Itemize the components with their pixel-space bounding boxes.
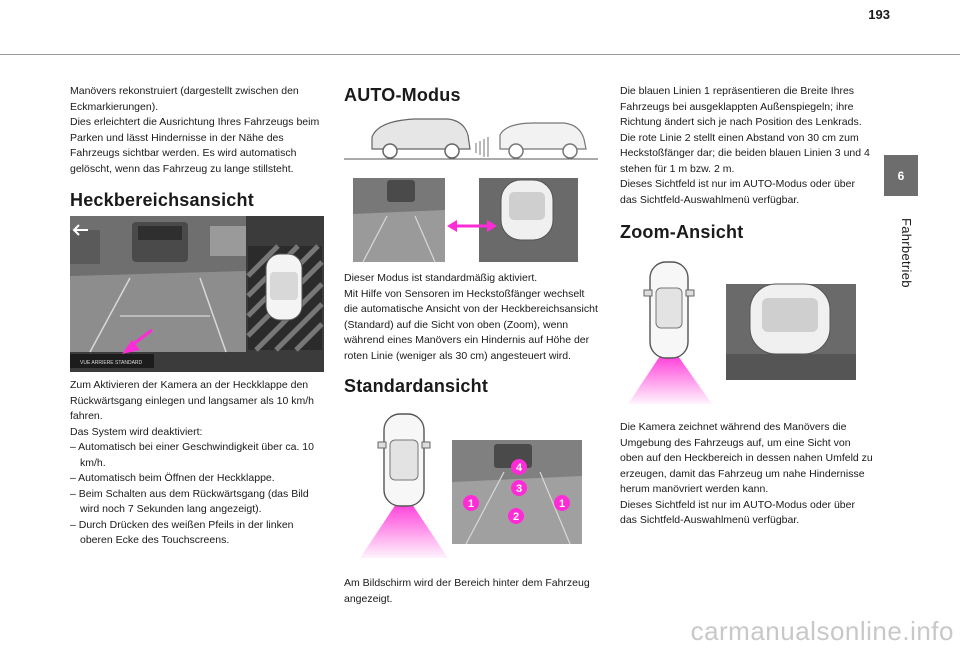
standard-view-figure: 4 3 1 2 1 — [360, 413, 582, 558]
marker-3 — [511, 480, 527, 496]
heading-standardansicht: Standardansicht — [344, 376, 489, 396]
page-number: 193 — [868, 7, 890, 22]
list-item: – Automatisch bei einer Geschwindigkeit … — [70, 441, 314, 469]
col3-zoom-text: Die Kamera zeichnet während des Manövers… — [620, 420, 874, 529]
col1-body: Zum Aktivieren der Kamera an der Heckkla… — [70, 378, 325, 549]
marker-4 — [511, 459, 527, 475]
svg-text:4: 4 — [516, 462, 523, 474]
col2-auto-text: Dieser Modus ist standardmäßig aktiviert… — [344, 271, 600, 364]
header-rule — [0, 54, 960, 55]
chapter-tab: 6 — [884, 155, 918, 196]
col3-lines-text: Die blauen Linien 1 repräsentieren die B… — [620, 84, 874, 208]
auto-mode-screens-figure — [353, 178, 578, 262]
marker-1-left — [463, 495, 479, 511]
svg-text:1: 1 — [468, 498, 474, 510]
rear-view-camera-figure: VUE ARRIERE STANDARD — [70, 216, 324, 372]
svg-text:2: 2 — [513, 511, 519, 523]
svg-text:3: 3 — [516, 483, 522, 495]
intro-paragraph: Dies erleichtert die Ausrichtung Ihres F… — [70, 116, 320, 175]
list-item: – Automatisch beim Öffnen der Heckklappe… — [70, 472, 275, 484]
col1-intro: Manövers rekonstruiert (dargestellt zwis… — [70, 84, 320, 177]
standard-view-markers: 4 3 1 2 1 — [463, 459, 570, 524]
svg-text:1: 1 — [559, 498, 565, 510]
zoom-paragraph: Die Kamera zeichnet während des Manövers… — [620, 421, 873, 495]
watermark: carmanualsonline.info — [690, 616, 954, 646]
heading-zoom-ansicht: Zoom-Ansicht — [620, 222, 744, 242]
auto-mode-cars-figure — [344, 118, 598, 160]
marker-1-right — [554, 495, 570, 511]
auto-paragraph: Mit Hilfe von Sensoren im Heckstoßfänger… — [344, 287, 598, 362]
zoom-view-figure — [628, 261, 856, 404]
zoom-paragraph: Dieses Sichtfeld ist nur im AUTO-Modus o… — [620, 498, 855, 527]
intro-paragraph: Manövers rekonstruiert (dargestellt zwis… — [70, 85, 299, 113]
lines-paragraph: Die rote Linie 2 stellt einen Abstand vo… — [620, 131, 870, 175]
deactivate-intro: Das System wird deaktiviert: — [70, 425, 203, 438]
auto-paragraph: Dieser Modus ist standardmäßig aktiviert… — [344, 272, 538, 284]
lines-paragraph: Die blauen Linien 1 repräsentieren die B… — [620, 85, 862, 128]
chapter-title: Fahrbetrieb — [899, 218, 914, 288]
heading-heckbereichsansicht: Heckbereichsansicht — [70, 190, 254, 210]
activate-text: Zum Aktivieren der Kamera an der Heckkla… — [70, 379, 314, 422]
heading-auto-modus: AUTO-Modus — [344, 85, 461, 105]
col2-standard-text: Am Bildschirm wird der Bereich hinter de… — [344, 577, 590, 605]
screen-label: VUE ARRIERE STANDARD — [80, 360, 143, 366]
marker-2 — [508, 508, 524, 524]
lines-paragraph: Dieses Sichtfeld ist nur im AUTO-Modus o… — [620, 178, 855, 206]
list-item: – Beim Schalten aus dem Rückwärtsgang (d… — [70, 487, 309, 516]
list-item: – Durch Drücken des weißen Pfeils in der… — [70, 518, 294, 547]
